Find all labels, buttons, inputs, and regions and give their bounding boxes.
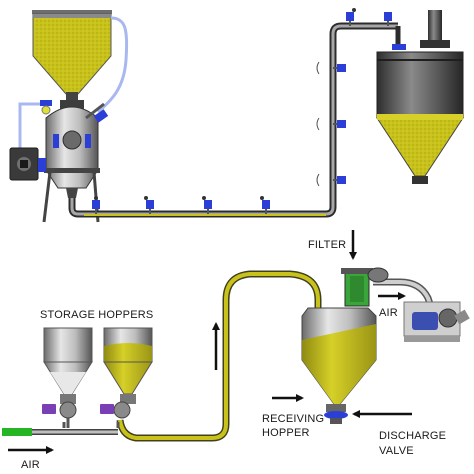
bottom-conveying-system [2,267,470,442]
transporter-vessel [44,100,100,198]
discharge-valve-label-line1: DISCHARGE [379,430,447,442]
conveying-pipeline [68,22,398,218]
destination-silo [376,10,464,184]
booster-valves [92,8,392,214]
receiving-hopper-label-line1: RECEIVING [262,413,325,425]
filter-label: FILTER [308,239,347,251]
storage-hopper-1 [42,327,93,428]
air-inlet-line [2,422,120,436]
flow-arrows [8,230,412,454]
vent-valve [85,102,109,123]
air-exhaust-label: AIR [379,307,398,319]
feed-hopper [32,10,112,102]
storage-hopper-2 [100,327,153,419]
discharge-valve-label-line2: VALVE [379,445,414,457]
inlet-valve [40,100,52,115]
storage-hoppers-label: STORAGE HOPPERS [40,309,154,321]
vent-hose [97,16,129,114]
control-box [9,147,46,181]
top-conveying-system [9,8,464,223]
receiving-hopper-label-line2: HOPPER [262,427,310,439]
blower-unit [367,267,470,342]
receiving-hopper [301,268,377,424]
air-inlet-label: AIR [21,459,40,471]
